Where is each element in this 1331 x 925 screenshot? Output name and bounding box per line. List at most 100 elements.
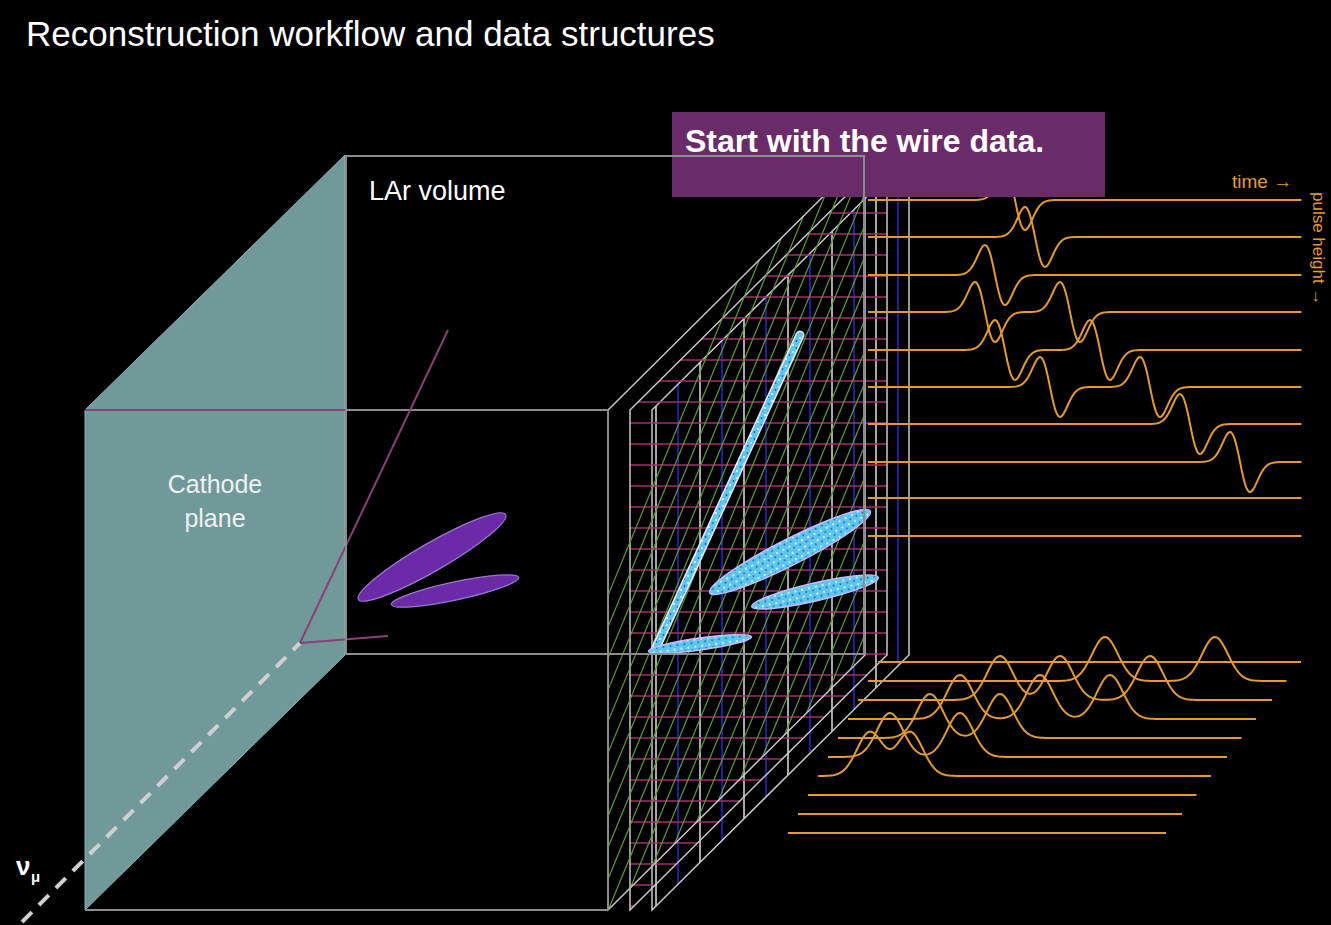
induction-waveform xyxy=(868,282,1302,342)
em-shower xyxy=(390,569,521,614)
node-text: LAr volume xyxy=(369,175,841,207)
induction-wire xyxy=(834,130,1164,925)
lar-volume-box: LAr volume xyxy=(345,155,865,655)
collection-wire xyxy=(743,140,745,920)
induction-wire xyxy=(483,130,813,925)
induction-wire xyxy=(626,130,956,925)
induction-wire xyxy=(860,130,1190,925)
induction-wire xyxy=(600,863,930,864)
induction-wire xyxy=(470,130,800,925)
label-holder: time → xyxy=(1232,171,1292,193)
induction-wire xyxy=(509,130,839,925)
label-holder: μ xyxy=(31,868,40,885)
induction-waveform xyxy=(868,207,1302,267)
wire-plane-frame xyxy=(652,155,909,910)
collection-wire xyxy=(787,140,789,920)
induction-waveform xyxy=(868,432,1302,492)
collection-waveform xyxy=(848,675,1256,719)
collection-wire xyxy=(611,140,613,920)
collection-waveform xyxy=(858,656,1272,700)
collection-wire xyxy=(897,140,899,920)
induction-wire xyxy=(613,130,943,925)
box-edge xyxy=(607,410,609,910)
induction-wire xyxy=(600,380,930,381)
induction-wire xyxy=(600,695,930,696)
callout-box: Start with the wire data. xyxy=(672,112,1105,197)
induction-wire xyxy=(600,548,930,549)
induction-wire xyxy=(821,130,1151,925)
neutrino-subscript: μ xyxy=(31,868,40,885)
induction-wire xyxy=(600,296,930,297)
induction-wire xyxy=(600,611,930,612)
induction-wire xyxy=(600,233,930,234)
induction-wire xyxy=(548,130,878,925)
induction-wire xyxy=(886,130,1216,925)
box-edge xyxy=(85,909,608,911)
induction-wire xyxy=(600,905,930,906)
induction-wire xyxy=(600,758,930,759)
cathode-plane-fill xyxy=(85,155,345,910)
induction-waveform xyxy=(868,497,1302,499)
collection-waveform xyxy=(868,637,1287,681)
induction-wire xyxy=(847,130,1177,925)
collection-waveform xyxy=(798,813,1182,815)
induction-wire xyxy=(730,130,1060,925)
induction-wire xyxy=(600,632,930,633)
induction-wire xyxy=(691,130,1021,925)
label-holder: ν xyxy=(16,852,30,880)
induction-wire xyxy=(600,800,930,801)
collection-waveform xyxy=(788,832,1166,834)
induction-wire xyxy=(743,130,1073,925)
axis-label: time → xyxy=(1232,171,1292,193)
induction-wire xyxy=(587,130,917,925)
induction-wire xyxy=(600,359,930,360)
induction-wire xyxy=(561,130,891,925)
induction-wire xyxy=(652,130,982,925)
induction-wire xyxy=(600,821,930,822)
induction-wire xyxy=(600,485,930,486)
slide-title: Reconstruction workflow and data structu… xyxy=(26,14,715,54)
induction-wire xyxy=(704,130,1034,925)
induction-waveform xyxy=(868,357,1302,417)
induction-wire xyxy=(678,130,1008,925)
collection-wire xyxy=(721,140,723,920)
induction-wire xyxy=(600,443,930,444)
box-edge xyxy=(345,409,608,411)
induction-wire xyxy=(600,884,930,885)
wire-plane xyxy=(470,130,1229,925)
cathode-plane: Cathode plane xyxy=(85,155,345,910)
induction-wire xyxy=(899,130,1229,925)
collection-wire xyxy=(655,140,657,920)
induction-wire xyxy=(496,130,826,925)
label-holder: pulse height → xyxy=(1309,192,1327,305)
collection-wire xyxy=(875,140,877,920)
node-text: Start with the wire data. xyxy=(685,122,1092,160)
wire-plane xyxy=(612,140,898,920)
induction-wire xyxy=(522,130,852,925)
induction-wire xyxy=(600,674,930,675)
induction-wire xyxy=(600,317,930,318)
induction-wire xyxy=(756,130,1086,925)
box-edge xyxy=(85,409,345,411)
projected-shower xyxy=(750,569,881,616)
induction-wire xyxy=(600,506,930,507)
induction-wire xyxy=(600,212,930,213)
neutrino-symbol: ν xyxy=(16,852,30,880)
induction-wire xyxy=(717,130,1047,925)
induction-waveform xyxy=(868,320,1302,380)
cathode-plane-shape xyxy=(85,155,345,910)
collection-waveform xyxy=(828,713,1227,757)
collection-waveform xyxy=(818,732,1211,776)
induction-wire xyxy=(574,130,904,925)
node-text: Cathode plane xyxy=(145,468,285,536)
wire-plane xyxy=(600,150,930,906)
induction-wire xyxy=(600,130,930,925)
title-holder: Reconstruction workflow and data structu… xyxy=(26,14,715,54)
induction-waveform xyxy=(868,535,1302,537)
collection-waveform xyxy=(808,794,1197,796)
induction-waveform xyxy=(868,245,1302,305)
induction-wire xyxy=(808,130,1138,925)
axis-label: pulse height → xyxy=(1309,192,1327,305)
